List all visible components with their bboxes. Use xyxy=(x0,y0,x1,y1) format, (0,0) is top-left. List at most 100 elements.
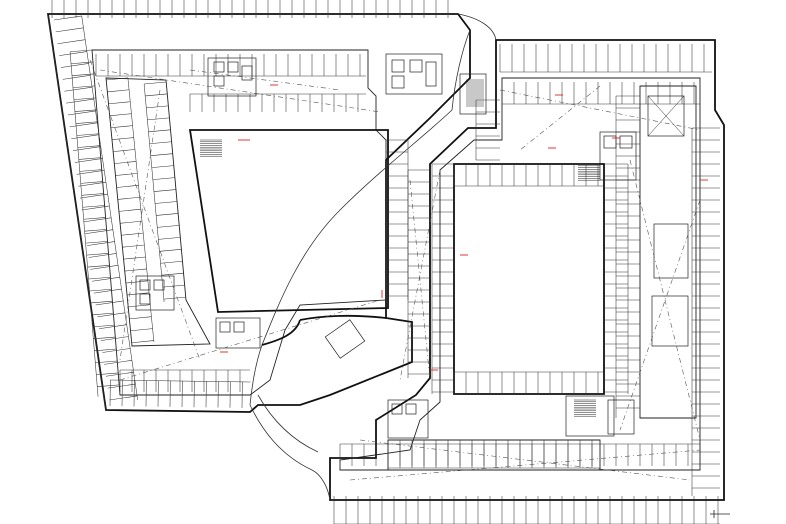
bay-west-outer xyxy=(104,360,132,365)
bay-west-outer xyxy=(57,39,86,45)
right-wing xyxy=(329,39,725,501)
bay-west-block-west xyxy=(122,244,145,248)
drawing-marker xyxy=(710,510,730,518)
right-wing-inner-ring xyxy=(339,77,701,471)
bay-west-block-west xyxy=(118,208,141,212)
bay-west-block-west xyxy=(129,316,152,320)
bay-west-outer xyxy=(85,229,113,235)
bay-west-outer xyxy=(59,51,87,56)
bay-west-inner xyxy=(84,229,107,232)
bay-west-block-east xyxy=(157,225,180,228)
bay-west-inner xyxy=(79,169,102,172)
bay-west-outer xyxy=(53,15,82,21)
bay-west-inner xyxy=(81,193,104,196)
bay-west-outer xyxy=(74,158,103,163)
bay-west-outer xyxy=(81,205,110,211)
bay-west-inner xyxy=(77,145,100,148)
bay-west-outer xyxy=(78,181,106,187)
bay-west-inner-back xyxy=(69,51,99,397)
right-wing-outer-wall xyxy=(329,39,725,501)
bay-west-outer xyxy=(92,276,120,282)
bay-west-block-west-back xyxy=(127,77,155,342)
bay-west-block-east-back xyxy=(143,83,165,303)
bay-west-block-east xyxy=(152,177,175,180)
bay-west-block-west xyxy=(128,304,151,308)
bay-west-outer xyxy=(66,98,94,104)
bay-west-block-east xyxy=(158,237,181,240)
bay-west-block-east xyxy=(148,129,171,133)
bay-west-outer xyxy=(55,27,84,33)
bay-west-inner xyxy=(80,181,103,184)
bay-west-block-west xyxy=(109,113,132,117)
bay-west-outer xyxy=(67,110,96,116)
bay-west-inner xyxy=(95,360,118,364)
central-ramp-curve xyxy=(249,29,471,406)
lower-curve-2 xyxy=(257,394,319,453)
bay-west-block-west xyxy=(120,220,143,224)
parking-bays xyxy=(47,0,720,524)
core-east-mid xyxy=(653,223,689,279)
west-inner-block xyxy=(105,77,211,347)
core-northeast xyxy=(647,95,685,137)
core-north-mid xyxy=(385,53,443,95)
bay-west-inner xyxy=(83,217,106,220)
ramps-and-curves xyxy=(249,13,497,501)
bay-west-inner xyxy=(90,300,113,304)
bay-west-inner xyxy=(97,384,120,387)
east-inner-block xyxy=(639,85,697,419)
bay-west-block-west xyxy=(124,268,147,272)
bay-west-outer xyxy=(71,134,100,140)
bay-west-block-east xyxy=(160,260,183,264)
bay-west-inner xyxy=(82,205,105,208)
bay-west-inner xyxy=(86,253,109,256)
bay-west-inner xyxy=(88,276,111,280)
bay-west-outer xyxy=(97,312,126,318)
bay-west-block-east xyxy=(144,81,167,85)
bay-west-outer xyxy=(107,383,136,389)
bay-west-block-east xyxy=(159,249,182,252)
bay-west-block-east xyxy=(146,105,169,109)
core-south-left xyxy=(215,317,261,349)
bay-west-block-west xyxy=(115,173,138,176)
left-wing-inner-ring xyxy=(91,49,387,396)
bay-west-outer xyxy=(83,217,112,223)
bay-south-left-back xyxy=(110,379,251,383)
bay-west-inner xyxy=(75,121,98,124)
bay-west-outer xyxy=(60,63,89,68)
bay-west-block-west xyxy=(113,149,135,152)
bay-west-block-west xyxy=(121,232,144,236)
bay-west-inner xyxy=(93,336,116,340)
bay-west-block-west xyxy=(107,89,130,93)
bay-west-outer xyxy=(93,288,122,294)
bay-west-outer xyxy=(86,241,115,246)
left-wing-outer-wall xyxy=(46,13,471,413)
bay-west-block-east xyxy=(155,201,177,204)
lower-curve-1 xyxy=(249,404,331,501)
bay-west-outer xyxy=(100,336,129,341)
bay-west-inner xyxy=(91,312,114,316)
cores xyxy=(135,53,689,439)
bay-west-outer xyxy=(76,170,105,175)
bay-west-outer xyxy=(98,324,127,330)
bay-west-inner xyxy=(71,73,94,76)
bay-west-block-west xyxy=(108,101,131,105)
bay-west-outer xyxy=(90,265,119,270)
bay-west-block-east xyxy=(163,296,186,300)
bay-west-inner xyxy=(92,324,115,328)
bay-west-block-east xyxy=(145,93,168,97)
core-north-left xyxy=(207,57,257,97)
bay-west-outer xyxy=(109,395,138,401)
upper-ramp xyxy=(457,13,497,41)
bay-west-outer xyxy=(88,253,117,258)
bay-west-inner xyxy=(96,372,119,375)
bay-west-block-west xyxy=(117,196,140,200)
circulation-lines xyxy=(89,59,701,481)
core-west xyxy=(135,275,175,311)
core-central xyxy=(324,319,366,359)
bay-west-inner xyxy=(70,49,93,53)
bay-west-outer xyxy=(64,86,93,92)
bay-west-inner xyxy=(71,61,93,65)
bay-west-outer xyxy=(69,122,98,128)
bay-west-block-west xyxy=(130,328,153,332)
